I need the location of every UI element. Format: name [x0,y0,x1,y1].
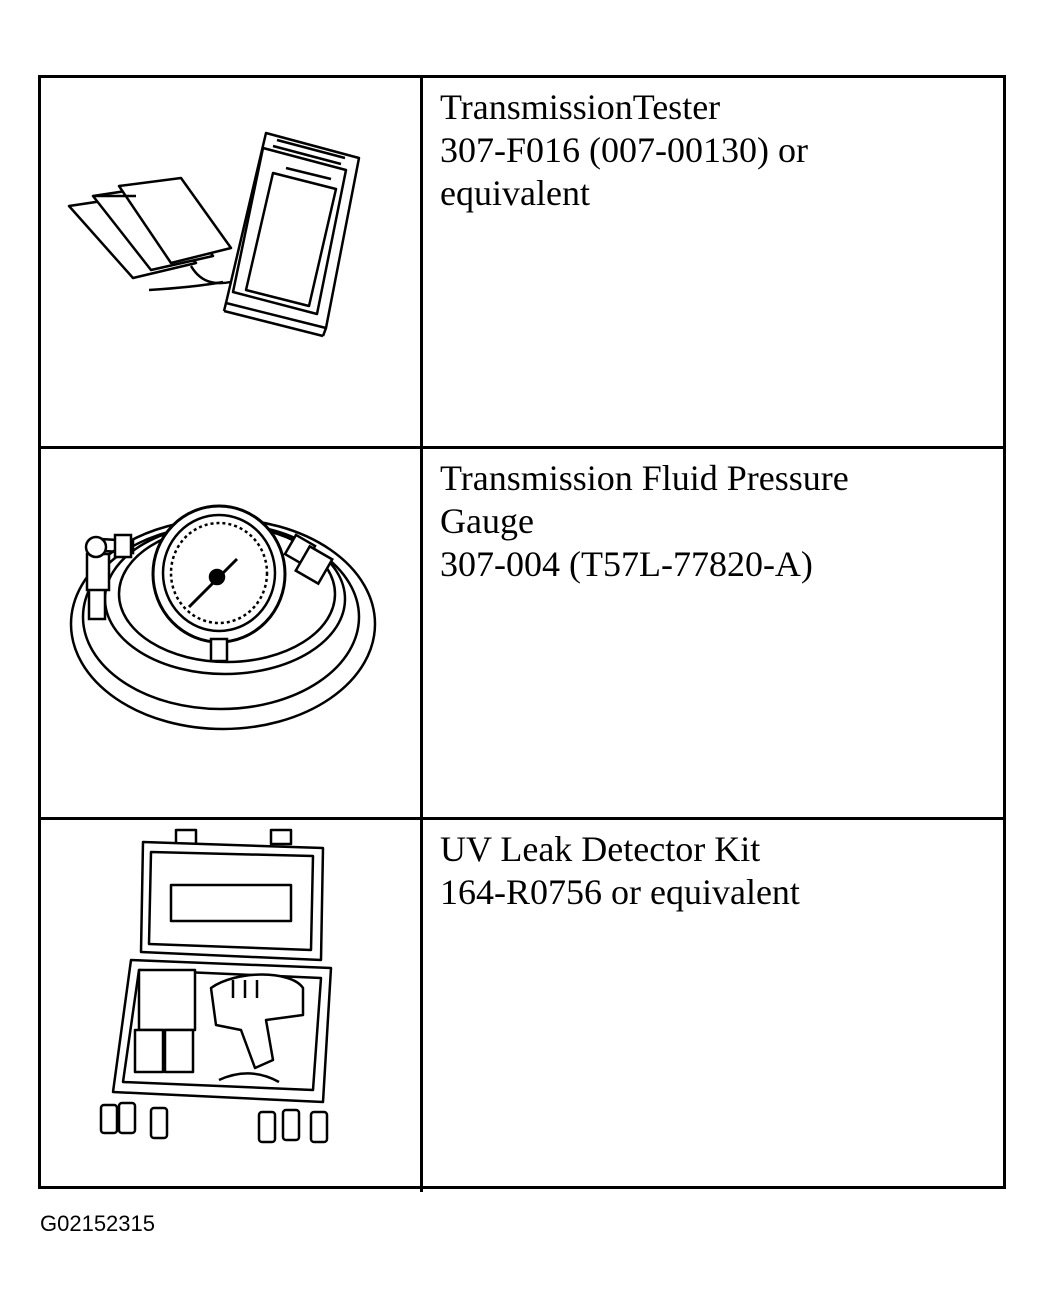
tool-row-transmission-tester: TransmissionTester 307-F016 (007-00130) … [41,78,1003,449]
tool-equivalent-line: equivalent [440,173,590,213]
figure-id: G02152315 [40,1211,155,1236]
tool-part-number-line: 307-004 (T57L-77820-A) [440,544,813,584]
tool-name-line: Gauge [440,501,534,541]
uv-leak-detector-kit-icon [41,820,420,1188]
tool-illustration-cell [41,78,423,446]
tool-row-uv-leak-detector: UV Leak Detector Kit 164-R0756 or equiva… [41,820,1003,1192]
tool-description: TransmissionTester 307-F016 (007-00130) … [440,86,990,215]
tool-part-number-line: 307-F016 (007-00130) or [440,130,808,170]
transmission-tester-icon [41,78,420,446]
pressure-gauge-icon [41,449,420,817]
tool-name-line: Transmission Fluid Pressure [440,458,849,498]
tool-illustration-cell [41,449,423,817]
tool-name-line: UV Leak Detector Kit [440,829,761,869]
special-tools-table: TransmissionTester 307-F016 (007-00130) … [38,75,1006,1192]
tool-part-number-line: 164-R0756 or equivalent [440,872,800,912]
tool-name-line: TransmissionTester [440,87,721,127]
tool-description: UV Leak Detector Kit 164-R0756 or equiva… [440,828,990,914]
tool-description: Transmission Fluid Pressure Gauge 307-00… [440,457,990,586]
tool-row-pressure-gauge: Transmission Fluid Pressure Gauge 307-00… [41,449,1003,820]
tool-illustration-cell [41,820,423,1192]
